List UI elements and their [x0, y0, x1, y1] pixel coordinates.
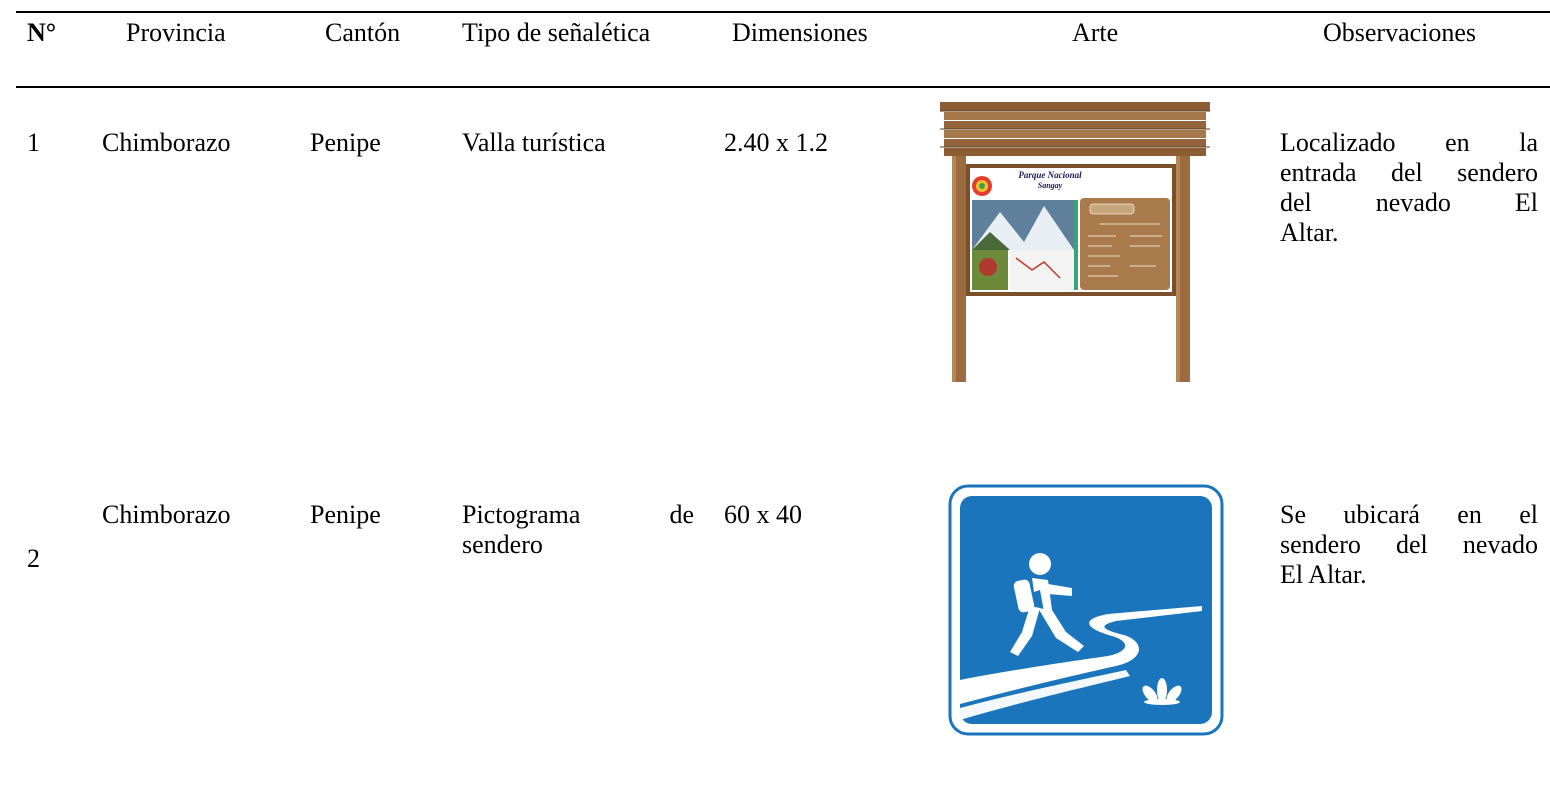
header-tipo: Tipo de señalética	[462, 18, 651, 47]
row1-obs-line: entrada del sendero	[1280, 158, 1538, 187]
row1-provincia: Chimborazo	[102, 128, 231, 157]
row2-obs-line: sendero del nevado	[1280, 530, 1538, 559]
row2-no: 2	[27, 544, 40, 573]
hiking-trail-pictogram-icon	[948, 484, 1224, 736]
row1-obs-line: Altar.	[1280, 218, 1339, 247]
row1-observaciones: Localizado en la entrada del sendero del…	[1280, 128, 1538, 248]
row1-canton: Penipe	[310, 128, 381, 157]
header-no: N°	[27, 18, 57, 47]
billboard-title-line1: Parque Nacional	[1018, 170, 1082, 180]
row1-dimensiones: 2.40 x 1.2	[724, 128, 828, 157]
row2-obs-line: El Altar.	[1280, 560, 1367, 589]
row1-no: 1	[27, 128, 40, 157]
header-observaciones: Observaciones	[1323, 18, 1477, 47]
row2-canton: Penipe	[310, 500, 381, 529]
billboard-title-line2: Sangay	[1038, 181, 1063, 190]
header-canton: Cantón	[325, 18, 401, 47]
table-header-rule	[16, 86, 1550, 88]
row2-obs-line: Se ubicará en el	[1280, 500, 1538, 529]
header-provincia: Provincia	[126, 18, 226, 47]
row1-obs-line: Localizado en la	[1280, 128, 1538, 157]
row1-arte: Parque Nacional Sangay	[940, 102, 1210, 384]
header-dimensiones: Dimensiones	[732, 18, 868, 47]
tourist-billboard-icon: Parque Nacional Sangay	[940, 102, 1210, 382]
row2-arte	[940, 480, 1230, 740]
row2-provincia: Chimborazo	[102, 500, 231, 529]
row1-tipo: Valla turística	[462, 128, 606, 157]
row1-obs-line: del nevado El	[1280, 188, 1538, 217]
row2-observaciones: Se ubicará en el sendero del nevado El A…	[1280, 500, 1538, 590]
row2-tipo-line: Pictograma de	[462, 500, 694, 529]
row2-tipo-line: sendero	[462, 530, 543, 559]
row2-dimensiones: 60 x 40	[724, 500, 802, 529]
header-arte: Arte	[1072, 18, 1119, 47]
table-top-rule	[16, 11, 1550, 13]
row2-tipo: Pictograma de sendero	[462, 500, 694, 560]
